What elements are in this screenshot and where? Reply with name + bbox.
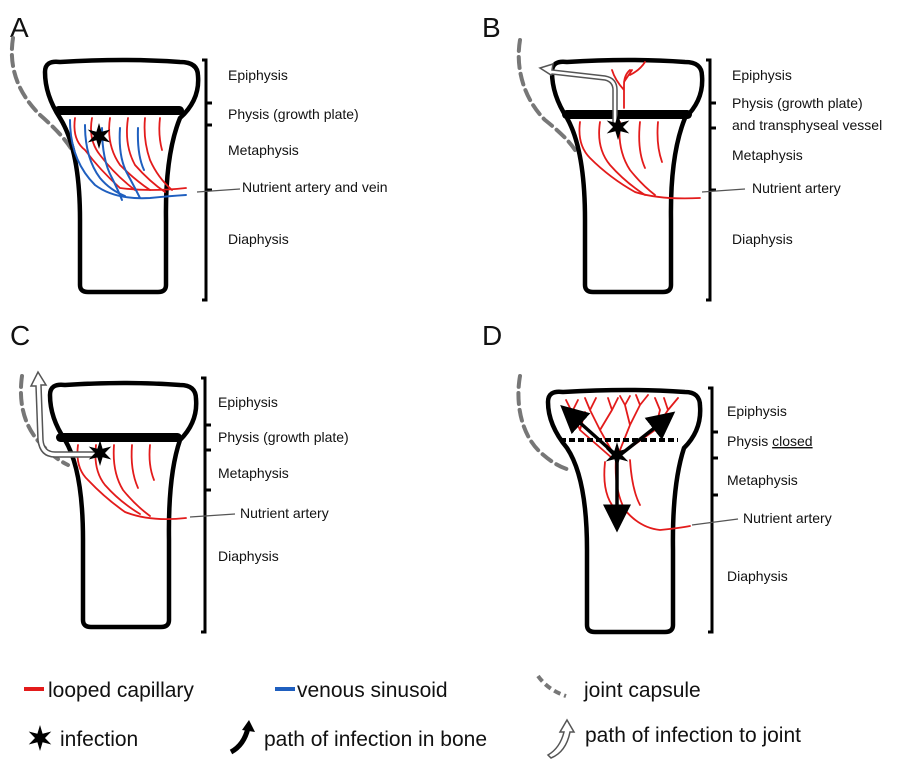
legend: looped capillary venous sinusoid joint c… xyxy=(24,676,801,758)
label-epiphysis-d: Epiphysis xyxy=(727,403,787,419)
nutrient-leader-b xyxy=(702,189,745,192)
legend-capsule-swatch xyxy=(538,676,566,696)
zone-bracket-d xyxy=(708,388,718,632)
legend-capillary-label: looped capillary xyxy=(48,679,194,702)
label-nutrient-a: Nutrient artery and vein xyxy=(242,179,388,195)
label-diaphysis-c: Diaphysis xyxy=(218,548,279,564)
label-physis-closed-d: closed xyxy=(772,433,812,449)
legend-venous-label: venous sinusoid xyxy=(297,679,448,702)
zone-bracket-b xyxy=(706,60,716,300)
label-metaphysis-b: Metaphysis xyxy=(732,147,803,163)
legend-joint-path-arrow-icon xyxy=(548,720,574,758)
label-physis-b-line2: and transphyseal vessel xyxy=(732,117,882,133)
panel-a: A Epiphysis Physis (growth plate) Metaph… xyxy=(10,12,388,300)
legend-bone-path-arrowhead xyxy=(242,720,255,732)
legend-capsule-label: joint capsule xyxy=(583,679,701,702)
label-nutrient-b: Nutrient artery xyxy=(752,180,841,196)
growth-plate-a xyxy=(54,106,184,115)
legend-infection-label: infection xyxy=(60,728,138,751)
legend-joint-path-label: path of infection to joint xyxy=(585,724,801,747)
panel-b: B Epiphysis Physis (growth plate) and tr… xyxy=(482,12,882,300)
label-physis-d: Physis closed xyxy=(727,433,813,449)
label-metaphysis-d: Metaphysis xyxy=(727,472,798,488)
legend-bone-path-arrow-icon xyxy=(231,728,248,752)
bone-outline-b xyxy=(552,60,702,292)
label-epiphysis-a: Epiphysis xyxy=(228,67,288,83)
label-epiphysis-c: Epiphysis xyxy=(218,394,278,410)
panel-d-letter: D xyxy=(482,320,502,351)
zone-bracket-c xyxy=(201,378,211,632)
panel-b-letter: B xyxy=(482,12,501,43)
bone-outline-a xyxy=(45,60,198,292)
legend-infection-icon xyxy=(29,725,52,751)
nutrient-leader-d xyxy=(692,519,738,525)
bone-outline-c xyxy=(50,383,196,627)
zone-bracket-a xyxy=(202,60,212,300)
label-diaphysis-b: Diaphysis xyxy=(732,231,793,247)
label-nutrient-d: Nutrient artery xyxy=(743,510,832,526)
label-diaphysis-a: Diaphysis xyxy=(228,231,289,247)
label-physis-b-line1: Physis (growth plate) xyxy=(732,95,863,111)
label-diaphysis-d: Diaphysis xyxy=(727,568,788,584)
label-epiphysis-b: Epiphysis xyxy=(732,67,792,83)
label-metaphysis-a: Metaphysis xyxy=(228,142,299,158)
legend-bone-path-label: path of infection in bone xyxy=(264,728,487,751)
label-physis-a: Physis (growth plate) xyxy=(228,106,359,122)
label-physis-c: Physis (growth plate) xyxy=(218,429,349,445)
label-nutrient-c: Nutrient artery xyxy=(240,505,329,521)
nutrient-leader-c xyxy=(190,514,235,517)
panel-d: D Epiphysis Physis closed Metaphysis Nut… xyxy=(482,320,832,632)
nutrient-leader-a xyxy=(197,189,240,192)
growth-plate-c xyxy=(56,433,182,442)
panel-c: C Epiphysis Physis (growth plate) Metaph… xyxy=(10,320,349,632)
bone-outline-d xyxy=(548,390,700,632)
growth-plate-b xyxy=(562,110,692,119)
panel-c-letter: C xyxy=(10,320,30,351)
label-metaphysis-c: Metaphysis xyxy=(218,465,289,481)
